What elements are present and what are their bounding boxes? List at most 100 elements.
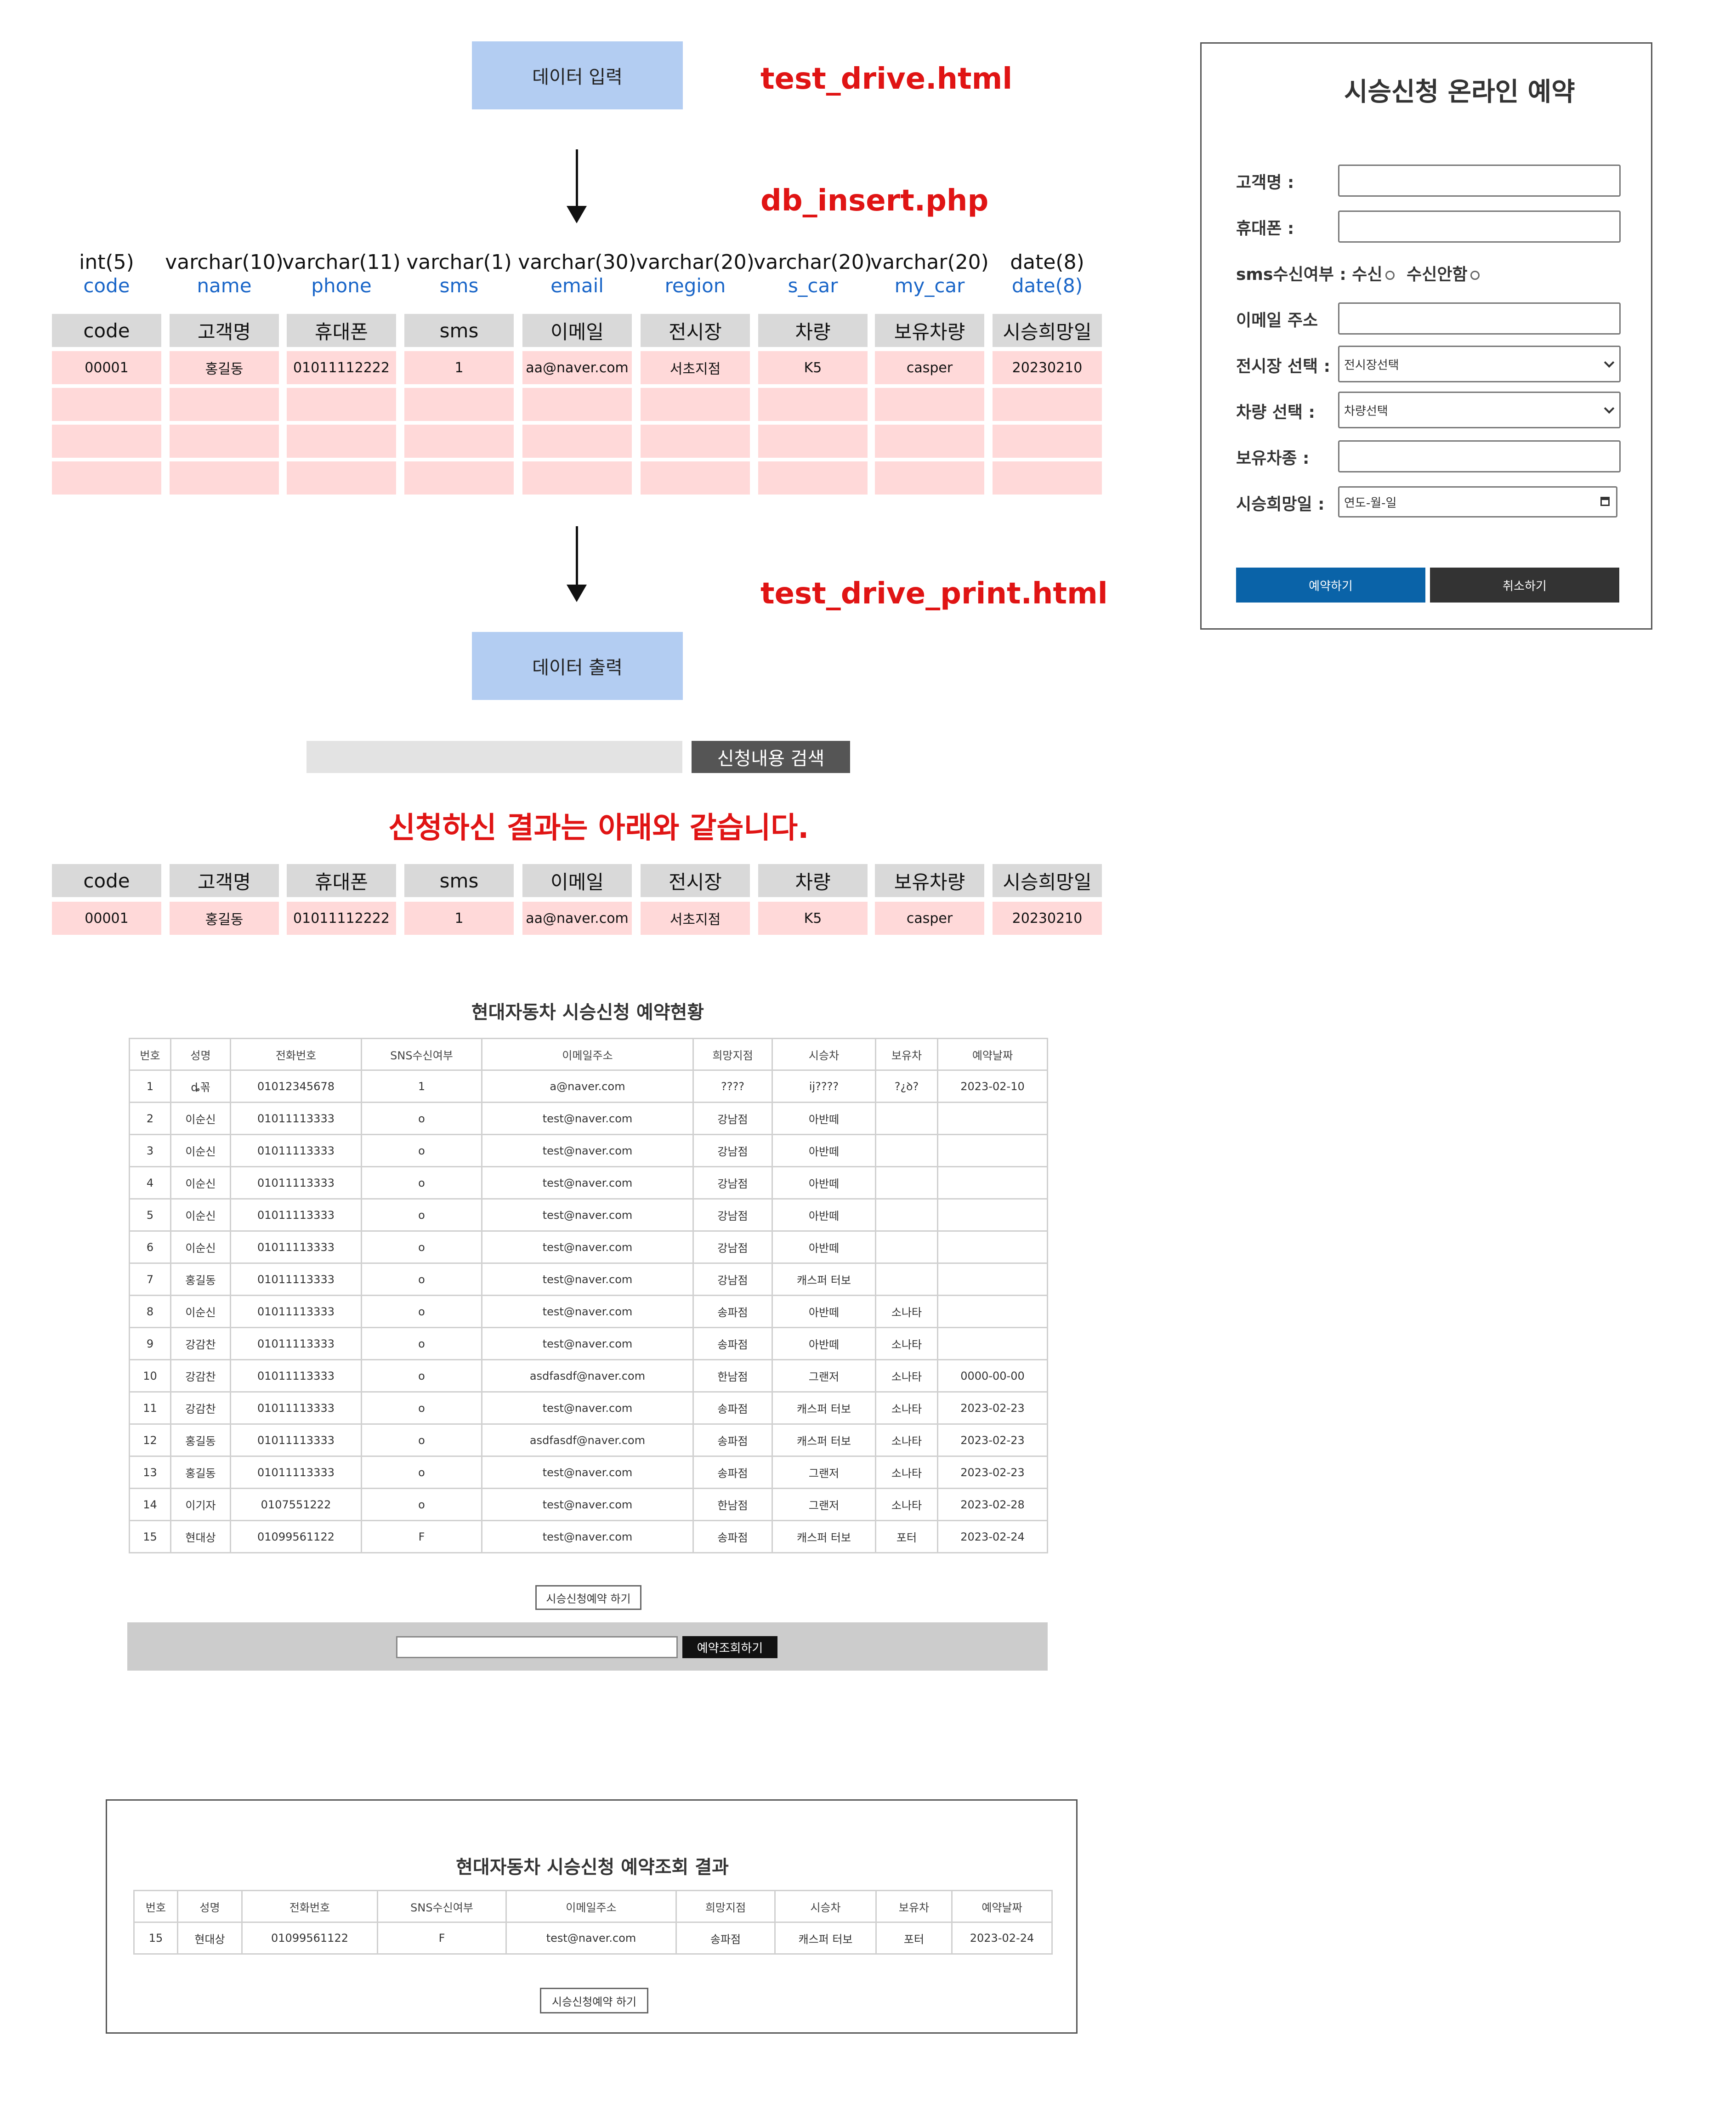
mycar-input[interactable] (1338, 440, 1621, 472)
empty-cell (522, 461, 632, 495)
table-cell: 소나타 (875, 1423, 938, 1457)
table-cell: 강감찬 (170, 1359, 231, 1393)
reserve-button-2[interactable]: 시승신청예약 하기 (540, 1988, 648, 2013)
arrow-down-1 (576, 149, 578, 209)
result-header-cell: 시승희망일 (993, 864, 1102, 897)
table-cell: o (361, 1262, 482, 1296)
table-cell: 아반떼 (772, 1102, 876, 1135)
result-header-cell: 고객명 (170, 864, 279, 897)
table-cell (937, 1295, 1048, 1328)
cancel-button[interactable]: 취소하기 (1430, 568, 1619, 603)
table-cell: 소나타 (875, 1488, 938, 1521)
empty-cell (758, 425, 868, 458)
table-cell: 2 (129, 1102, 171, 1135)
table-cell: 0107551222 (230, 1488, 362, 1521)
table-cell: 01011113333 (230, 1166, 362, 1200)
table-cell: ?¿ꝺ? (875, 1069, 938, 1103)
data-output-box: 데이터 출력 (472, 632, 683, 700)
schema-type: varchar(1) (406, 250, 512, 274)
table-cell: test@naver.com (481, 1520, 694, 1553)
date-input[interactable]: 연도-월-일 (1338, 486, 1617, 517)
status-header-cell: 시승차 (772, 1038, 876, 1071)
email-input[interactable] (1338, 302, 1621, 335)
name-input[interactable] (1338, 165, 1621, 197)
lookup-header-cell: 보유차 (875, 1890, 953, 1923)
result-header-cell: 보유차량 (875, 864, 984, 897)
table-cell: 01011113333 (230, 1359, 362, 1393)
table-cell: 1 (361, 1069, 482, 1103)
lookup-button[interactable]: 예약조회하기 (682, 1636, 777, 1658)
table-cell: 01011113333 (230, 1327, 362, 1360)
schema-name: date(8) (1011, 274, 1083, 297)
result-cell: 00001 (52, 902, 161, 935)
table-cell: 아반떼 (772, 1327, 876, 1360)
table-cell: 이순신 (170, 1102, 231, 1135)
reserve-button[interactable]: 시승신청예약 하기 (535, 1585, 641, 1610)
table-cell: 송파점 (692, 1391, 773, 1425)
schema-name: s_car (788, 274, 838, 297)
label-db-insert-php: db_insert.php (760, 184, 989, 218)
table-cell: test@naver.com (481, 1230, 694, 1264)
table-cell: test@naver.com (481, 1102, 694, 1135)
sms-yes-radio[interactable] (1385, 271, 1395, 280)
reservation-form (1200, 42, 1652, 630)
lookup-input[interactable] (396, 1636, 678, 1658)
table-cell: o (361, 1488, 482, 1521)
table-cell (937, 1102, 1048, 1135)
calendar-icon[interactable] (1600, 497, 1610, 506)
search-button[interactable]: 신청내용 검색 (692, 741, 850, 773)
table-cell: 강남점 (692, 1262, 773, 1296)
name-label: 고객명 : (1236, 173, 1294, 192)
table-cell: 11 (129, 1391, 171, 1425)
chevron-down-icon (1604, 357, 1615, 368)
table-cell: 7 (129, 1262, 171, 1296)
result-cell: casper (875, 902, 984, 935)
table-cell: 20230210 (993, 351, 1102, 384)
phone-input[interactable] (1338, 210, 1621, 243)
chevron-down-icon (1604, 403, 1615, 414)
table-cell (875, 1134, 938, 1167)
table-cell (937, 1230, 1048, 1264)
table-cell: aa@naver.com (522, 351, 632, 384)
table-cell: 아반떼 (772, 1230, 876, 1264)
region-select[interactable]: 전시장선택 (1338, 346, 1621, 382)
empty-cell (522, 388, 632, 421)
status-header-cell: 이메일주소 (481, 1038, 694, 1071)
table-cell: 아반떼 (772, 1134, 876, 1167)
table-cell: 현대상 (170, 1520, 231, 1553)
table-cell: 01011113333 (230, 1262, 362, 1296)
email-label: 이메일 주소 (1236, 311, 1318, 330)
car-select[interactable]: 차량선택 (1338, 392, 1621, 428)
empty-cell (993, 461, 1102, 495)
table-cell: 그랜저 (772, 1456, 876, 1489)
table-cell: 홍길동 (170, 351, 279, 384)
table-cell: 강남점 (692, 1198, 773, 1232)
table-cell: 14 (129, 1488, 171, 1521)
table-cell: o (361, 1391, 482, 1425)
table-cell: 01011113333 (230, 1134, 362, 1167)
table-cell: 홍길동 (170, 1262, 231, 1296)
table-cell: 2023-02-10 (937, 1069, 1048, 1103)
table-header-cell: 시승희망일 (993, 314, 1102, 347)
table-cell: 그랜저 (772, 1488, 876, 1521)
sms-row: sms수신여부 : 수신 수신안함 (1236, 261, 1480, 285)
mycar-label: 보유차종 : (1236, 449, 1310, 468)
empty-cell (170, 461, 279, 495)
submit-button[interactable]: 예약하기 (1236, 568, 1425, 603)
search-input[interactable] (306, 741, 682, 773)
lookup-header-cell: 성명 (177, 1890, 243, 1923)
table-cell: 한남점 (692, 1359, 773, 1393)
table-cell: F (361, 1520, 482, 1553)
sms-no-radio[interactable] (1470, 271, 1480, 280)
empty-cell (52, 425, 161, 458)
table-cell: 아반떼 (772, 1198, 876, 1232)
